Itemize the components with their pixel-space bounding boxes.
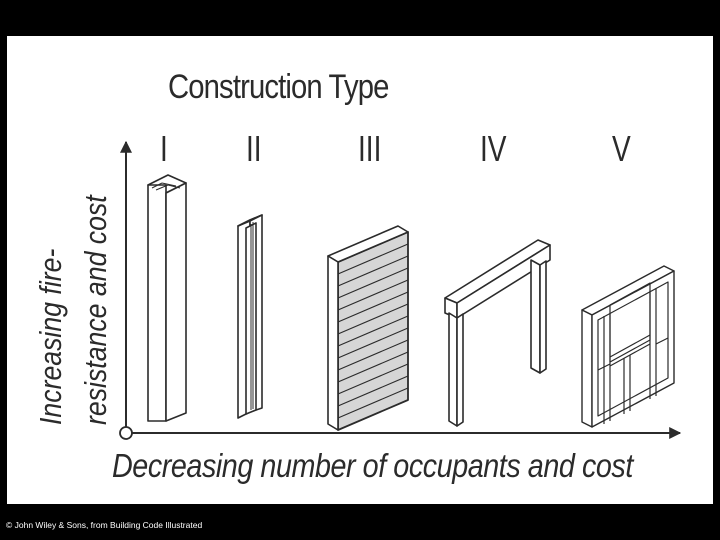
type-label-4: IV: [480, 128, 507, 169]
x-axis-label: Decreasing number of occupants and cost: [112, 447, 633, 484]
type-label-1: I: [160, 128, 168, 169]
diagram-title: Construction Type: [168, 68, 389, 106]
type-label-3: III: [358, 128, 382, 169]
axes: [119, 140, 682, 440]
copyright-footer: © John Wiley & Sons, from Building Code …: [6, 520, 203, 530]
type-3-masonry-wall-illustration: [327, 225, 409, 431]
type-2-steel-column-illustration: [237, 214, 263, 419]
type-label-2: II: [246, 128, 262, 169]
type-label-5: V: [612, 128, 631, 169]
axis-origin-circle: [119, 426, 133, 440]
type-4-heavy-timber-illustration: [444, 239, 551, 427]
type-1-concrete-column-illustration: [147, 174, 187, 422]
type-5-wood-frame-illustration: [581, 265, 675, 428]
